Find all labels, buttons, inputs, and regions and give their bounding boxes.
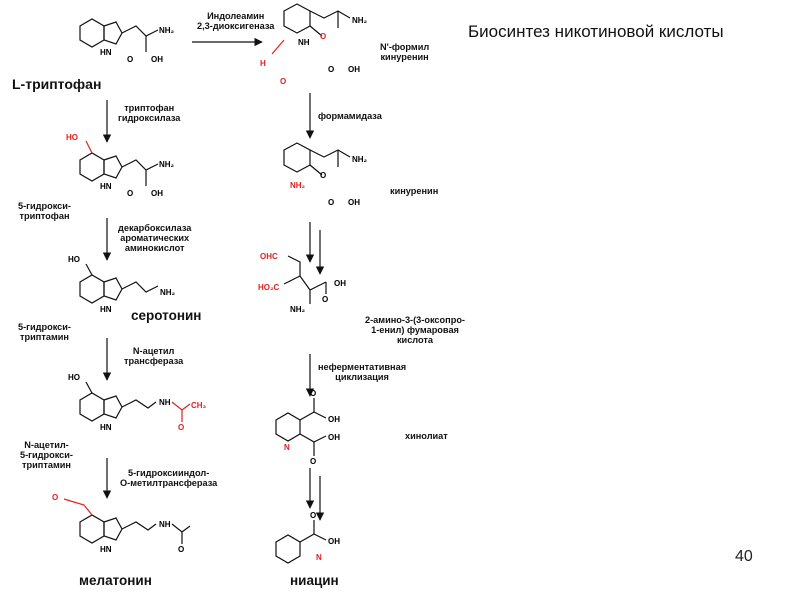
ohtrp-oh: OH: [151, 189, 163, 198]
kyn-nh2-aryl: NH₂: [290, 181, 306, 190]
acms-ho2c: HO₂C: [258, 283, 280, 292]
nas-hn: HN: [100, 423, 112, 432]
label-niacin: ниацин: [290, 573, 339, 588]
quin-n: N: [284, 443, 290, 452]
label-l-tryptophan: L-триптофан: [12, 76, 102, 92]
nfk-o-acid: O: [328, 65, 334, 74]
mel-o-acetyl: O: [178, 545, 184, 554]
label-n-formylkynurenine: N'-формил кинуренин: [380, 42, 430, 62]
quin-o-bottom: O: [310, 457, 316, 466]
label-quinolinate: хинолиат: [405, 431, 448, 441]
structure-quinolinate: [275, 398, 327, 456]
nas-o: O: [178, 423, 184, 432]
ohtrp-ho: HO: [66, 133, 78, 142]
enzyme-tryptophan-hydroxylase: триптофан гидроксилаза: [118, 103, 181, 123]
nfk-h: H: [260, 59, 266, 68]
label-serotonin: серотонин: [131, 308, 202, 323]
acms-nh2: NH₂: [290, 305, 306, 314]
nfk-o-ketone: O: [320, 32, 326, 41]
trp-nh2: NH₂: [159, 26, 175, 35]
enzyme-ido: Индолеамин 2,3-диоксигеназа: [197, 11, 275, 31]
nia-n: N: [316, 553, 322, 562]
structure-5-hydroxytryptophan: [79, 140, 159, 186]
ohtrp-nh2: NH₂: [159, 160, 175, 169]
label-kynurenine: кинуренин: [390, 186, 439, 196]
mel-hn: HN: [100, 545, 112, 554]
ser-hn: HN: [100, 305, 112, 314]
structure-tryptophan: [79, 18, 159, 52]
kyn-o-acid: O: [328, 198, 334, 207]
acms-o: O: [322, 295, 328, 304]
nfk-nh2: NH₂: [352, 16, 368, 25]
kyn-o: O: [320, 171, 326, 180]
structure-kynurenine: [283, 142, 351, 176]
enzyme-formamidase: формамидаза: [318, 111, 382, 121]
acms-ohc: OHC: [260, 252, 278, 261]
ohtrp-hn: HN: [100, 182, 112, 191]
label-5-hydroxytryptamine: 5-гидрокси- триптамин: [18, 322, 71, 342]
quin-oh-bottom: OH: [328, 433, 340, 442]
nia-oh: OH: [328, 537, 340, 546]
enzyme-aadc: декарбоксилаза ароматических аминокислот: [118, 223, 192, 253]
page-title: Биосинтез никотиновой кислоты: [468, 22, 724, 41]
enzyme-n-acetyltransferase: N-ацетил трансфераза: [124, 346, 184, 366]
trp-oh: OH: [151, 55, 163, 64]
nia-o: O: [310, 511, 316, 520]
structure-n-formylkynurenine: [283, 3, 351, 37]
nas-ch3: CH₃: [191, 401, 207, 410]
trp-o: O: [127, 55, 133, 64]
enzyme-nonenzymatic-cyclization: неферментативная циклизация: [318, 362, 407, 382]
nfk-oh: OH: [348, 65, 360, 74]
quin-o-top: O: [310, 389, 316, 398]
enzyme-asmt: 5-гидроксииндол- O-метилтрансфераза: [120, 468, 218, 488]
trp-hn: HN: [100, 48, 112, 57]
nfk-o-formyl: O: [280, 77, 286, 86]
slide-number: 40: [735, 548, 753, 565]
kyn-oh: OH: [348, 198, 360, 207]
label-n-acetyl-serotonin: N-ацетил- 5-гидрокси- триптамин: [20, 440, 73, 470]
label-5-hydroxytryptophan: 5-гидрокси- триптофан: [18, 201, 71, 221]
ser-nh2: NH₂: [160, 288, 176, 297]
nfk-nh: NH: [298, 38, 310, 47]
ohtrp-o: O: [127, 189, 133, 198]
ser-ho: HO: [68, 255, 80, 264]
label-melatonin: мелатонин: [79, 573, 152, 588]
mel-nh: NH: [159, 520, 171, 529]
structure-melatonin: [63, 498, 191, 544]
kyn-nh2-side: NH₂: [352, 155, 368, 164]
nas-nh: NH: [159, 398, 171, 407]
nas-ho: HO: [68, 373, 80, 382]
acms-oh: OH: [334, 279, 346, 288]
label-acms: 2-амино-3-(3-оксопро- 1-енил) фумаровая …: [365, 315, 465, 345]
quin-oh-top: OH: [328, 415, 340, 424]
structure-n-acetylserotonin: [79, 381, 191, 422]
structure-serotonin: [79, 263, 159, 304]
structure-niacin: [275, 520, 327, 564]
mel-o: O: [52, 493, 58, 502]
structure-acms: [283, 255, 327, 304]
